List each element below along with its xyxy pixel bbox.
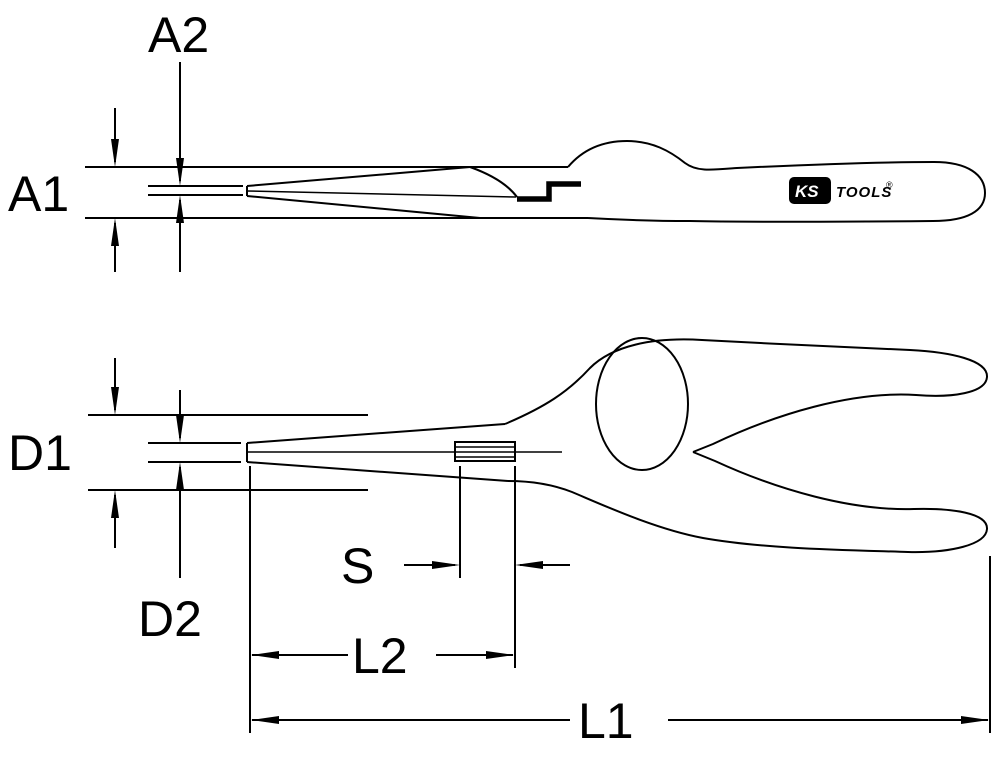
jaw-bottom-edge xyxy=(246,461,509,482)
l2-arrowhead-left xyxy=(251,651,279,659)
d2-arrowhead-bottom xyxy=(176,462,184,490)
box-joint-step xyxy=(517,181,581,202)
serration-detail xyxy=(454,441,516,462)
d1-arrowhead-bottom xyxy=(111,490,119,518)
label-s: S xyxy=(341,538,374,594)
side-view: KS TOOLS ® A2 A1 xyxy=(8,7,987,272)
joint-curve xyxy=(469,166,518,198)
l2-arrowhead-right xyxy=(486,651,514,659)
label-a1: A1 xyxy=(8,166,69,222)
dim-d1 xyxy=(111,358,119,548)
dim-l2 xyxy=(249,466,514,733)
jaw-top-edge xyxy=(246,423,506,444)
l1-arrowhead-left xyxy=(251,716,279,724)
a1-arrowhead-bottom xyxy=(111,218,119,246)
a2-arrowhead-top xyxy=(176,158,184,186)
label-l2: L2 xyxy=(352,628,408,684)
d2-arrowhead-top xyxy=(176,415,184,443)
ks-logo-text: KS xyxy=(795,182,819,201)
l1-arrowhead-right xyxy=(961,716,989,724)
label-d1: D1 xyxy=(8,425,72,481)
dim-l1 xyxy=(251,556,991,733)
jaw-seam-line xyxy=(246,190,517,198)
dim-a2 xyxy=(176,62,184,272)
registered-mark: ® xyxy=(886,180,893,190)
dim-d2 xyxy=(176,390,184,578)
a2-arrowhead-bottom xyxy=(176,195,184,223)
pivot-boss-oval xyxy=(595,337,689,471)
upper-handle-outline xyxy=(504,338,989,453)
dim-s xyxy=(404,466,570,668)
handle-outline-side xyxy=(567,139,987,223)
d1-arrowhead-top xyxy=(111,387,119,415)
jaw-bottom-taper xyxy=(246,195,481,219)
top-view: D1 D2 S L2 L1 xyxy=(8,337,991,749)
s-arrowhead-right xyxy=(515,561,543,569)
brand-logo: KS TOOLS ® xyxy=(789,177,893,204)
dim-a1 xyxy=(111,108,119,272)
s-arrowhead-left xyxy=(432,561,460,569)
a1-arrowhead-top xyxy=(111,139,119,167)
tools-logo-text: TOOLS xyxy=(836,184,892,201)
label-a2: A2 xyxy=(148,7,209,63)
lower-handle-outline xyxy=(507,451,989,554)
label-d2: D2 xyxy=(138,591,202,647)
label-l1: L1 xyxy=(578,693,634,749)
ks-logo-box xyxy=(789,177,831,204)
jaw-top-taper xyxy=(246,166,471,187)
